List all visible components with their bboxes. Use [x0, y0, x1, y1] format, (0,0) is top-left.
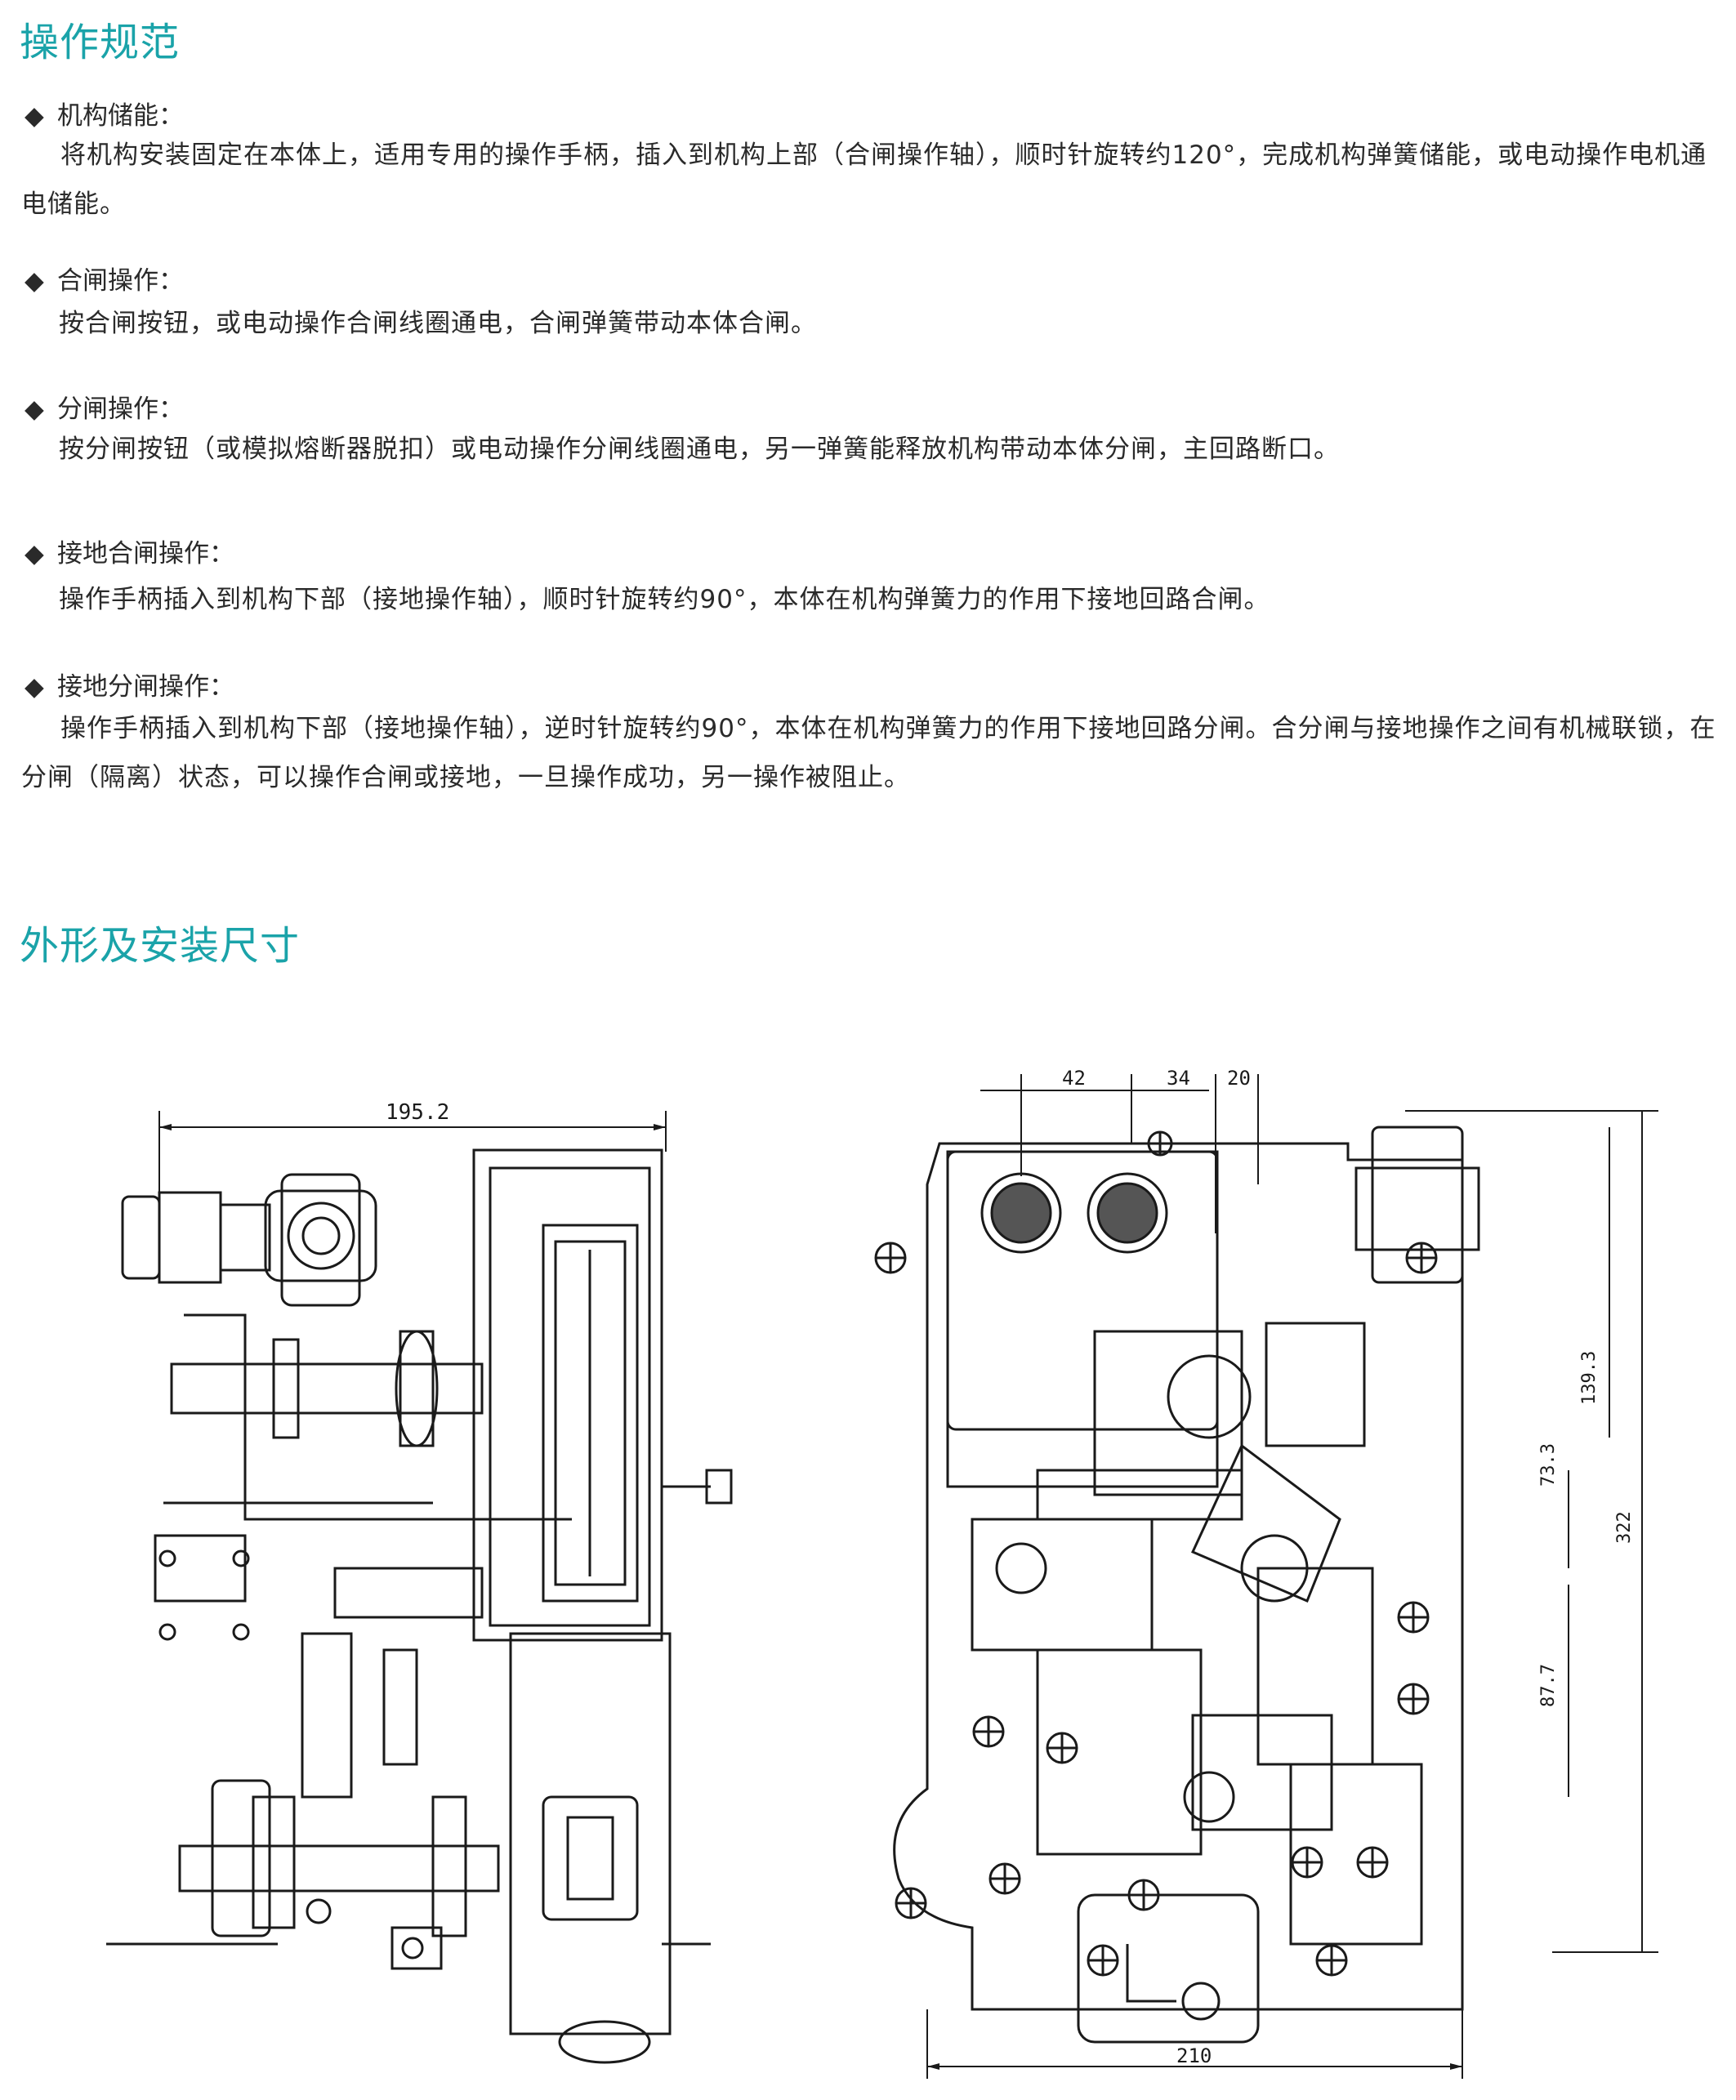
bullet-energy-storage: ◆ 机构储能： [25, 95, 184, 132]
dim-top-34: 34 [1167, 1067, 1190, 1090]
bullet-earth-opening: ◆ 接地分闸操作： [25, 666, 234, 702]
section-title-dimensions: 外形及安装尺寸 [20, 923, 301, 969]
dim-right-139: 139.3 [1579, 1351, 1600, 1405]
bullet-heading: 机构储能： [57, 101, 184, 131]
bullet-heading: 接地分闸操作： [57, 672, 234, 702]
diamond-bullet-icon: ◆ [25, 101, 44, 131]
front-view-drawing: 42 34 20 139.3 73.3 87.7 322 210 [874, 1067, 1658, 2079]
dim-right-87: 87.7 [1538, 1664, 1559, 1707]
paragraph-earth-opening: 操作手柄插入到机构下部（接地操作轴），逆时针旋转约90°，本体在机构弹簧力的作用… [21, 714, 1716, 792]
dim-right-322: 322 [1614, 1511, 1635, 1544]
dim-top-42: 42 [1062, 1067, 1086, 1090]
dim-bottom-210: 210 [1176, 2044, 1212, 2067]
bullet-heading: 合闸操作： [57, 266, 184, 296]
bullet-closing: ◆ 合闸操作： [25, 260, 184, 296]
diamond-bullet-icon: ◆ [25, 539, 44, 568]
paragraph-energy-storage: 将机构安装固定在本体上，适用专用的操作手柄，插入到机构上部（合闸操作轴），顺时针… [21, 140, 1707, 219]
diamond-bullet-icon: ◆ [25, 672, 44, 702]
diamond-bullet-icon: ◆ [25, 266, 44, 296]
dim-top-20: 20 [1227, 1067, 1251, 1090]
bullet-opening: ◆ 分闸操作： [25, 388, 184, 425]
dim-width-label: 195.2 [386, 1100, 449, 1125]
paragraph-earth-closing: 操作手柄插入到机构下部（接地操作轴），顺时针旋转约90°，本体在机构弹簧力的作用… [59, 585, 1270, 614]
side-view-drawing: 195.2 [106, 1100, 733, 2064]
diamond-bullet-icon: ◆ [25, 395, 44, 424]
bullet-heading: 接地合闸操作： [57, 539, 234, 568]
section-title-operation: 操作规范 [20, 20, 181, 65]
paragraph-opening: 按分闸按钮（或模拟熔断器脱扣）或电动操作分闸线圈通电，另一弹簧能释放机构带动本体… [59, 435, 1340, 464]
bullet-earth-closing: ◆ 接地合闸操作： [25, 533, 234, 569]
paragraph-closing: 按合闸按钮，或电动操作合闸线圈通电，合闸弹簧带动本体合闸。 [59, 309, 817, 338]
dim-right-73: 73.3 [1538, 1443, 1559, 1487]
bullet-heading: 分闸操作： [57, 395, 184, 424]
